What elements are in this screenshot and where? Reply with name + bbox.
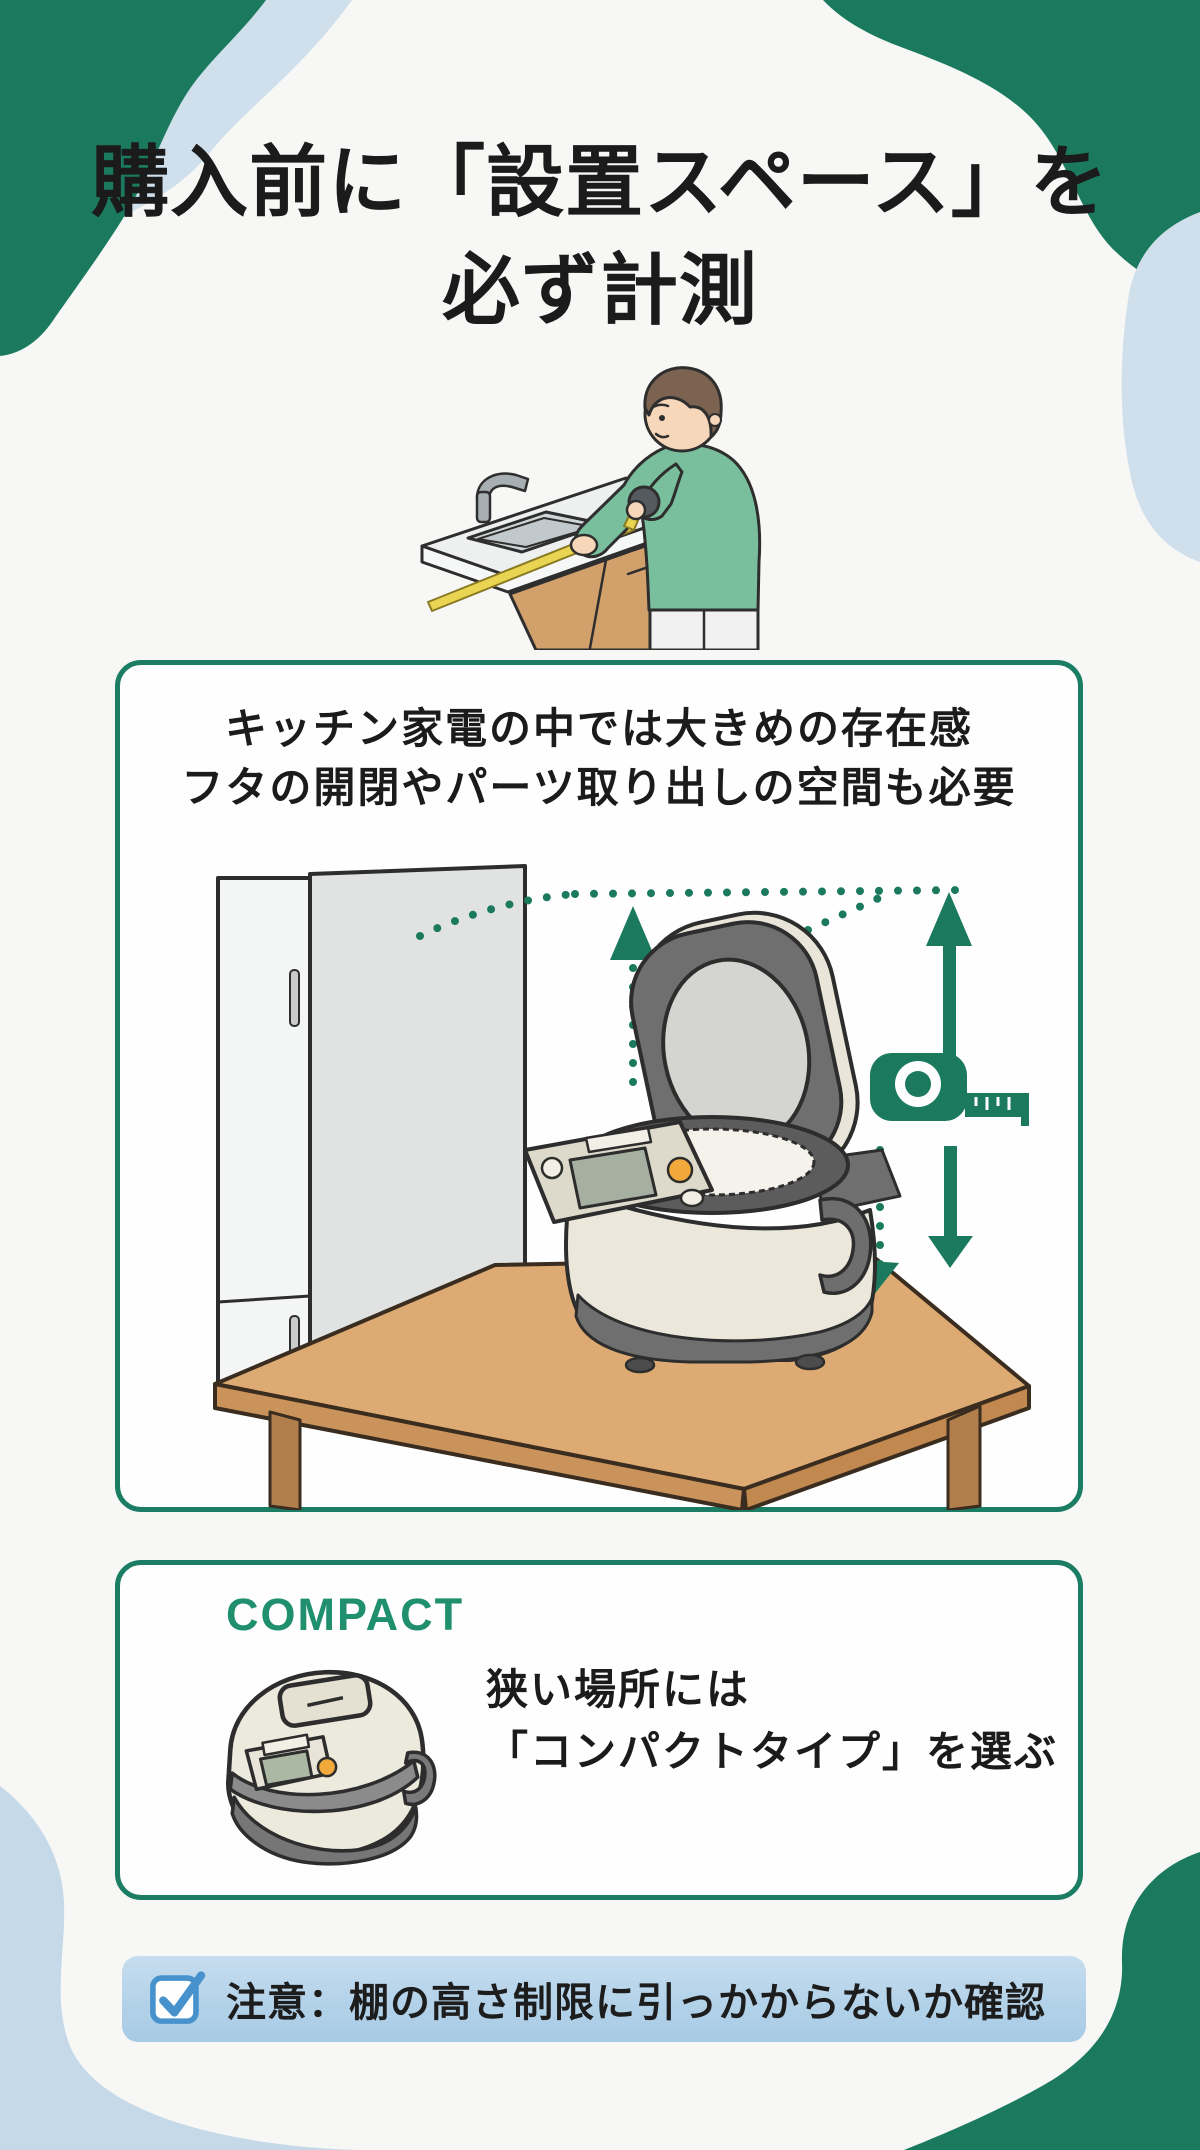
cooker-handle	[818, 1196, 873, 1295]
compact-text: 狭い場所には 「コンパクトタイプ」を選ぶ	[486, 1659, 1058, 1783]
notice-text: 注意：棚の高さ制限に引っかからないか確認	[226, 1981, 1046, 2025]
rice-cooker-illustration	[523, 910, 902, 1374]
page-title-line1: 購入前に「設置スペース」を	[91, 138, 1109, 226]
person-sweater	[574, 442, 762, 612]
orange-button	[666, 1156, 694, 1184]
refrigerator-illustration	[216, 864, 527, 1390]
blob-right-blue-accent	[1121, 212, 1200, 562]
panel-screen	[568, 1146, 658, 1210]
compact-handle	[401, 1750, 437, 1807]
measuring-tape-icon	[870, 1044, 1029, 1126]
compact-label: COMPACT	[226, 1589, 465, 1640]
blob-top-right-green	[823, 0, 1200, 302]
person-hand-right	[625, 499, 647, 521]
height-arrow-up-left	[610, 906, 656, 960]
kitchen-measurement-illustration	[120, 850, 1078, 1510]
page-title-line2: 必ず計測	[441, 246, 758, 334]
blob-bottom-right-green	[904, 1852, 1200, 2150]
height-arrow-up-right	[926, 892, 972, 946]
measurement-text-line1: キッチン家電の中では大きめの存在感	[224, 705, 973, 752]
compact-card: COMPACT 狭い場	[115, 1560, 1083, 1900]
checkbox-icon	[146, 1966, 208, 2028]
compact-text-line2: 「コンパクトタイプ」を選ぶ	[486, 1728, 1059, 1775]
measurement-card: キッチン家電の中では大きめの存在感 フタの開閉やパーツ取り出しの空間も必要	[115, 660, 1083, 1512]
blob-top-left-green	[0, 0, 266, 356]
compact-screen	[258, 1749, 314, 1787]
compact-base	[230, 1795, 419, 1866]
person-eye	[659, 415, 665, 421]
compact-rice-cooker-illustration	[202, 1653, 444, 1867]
compact-orange-button	[316, 1756, 338, 1778]
compact-text-line1: 狭い場所には	[486, 1666, 751, 1713]
compact-lid-seam	[228, 1759, 420, 1814]
person-measuring-illustration	[376, 358, 834, 650]
blob-bottom-left-blue	[0, 1786, 372, 2150]
cooker-base	[574, 1293, 874, 1364]
person-hand-left	[569, 533, 599, 557]
clearance-arrow-down	[928, 1236, 973, 1268]
notice-banner: 注意：棚の高さ制限に引っかからないか確認	[122, 1956, 1086, 2042]
page-title: 購入前に「設置スペース」を 必ず計測	[0, 128, 1200, 344]
measurement-text-line2: フタの開閉やパーツ取り出しの空間も必要	[181, 764, 1017, 811]
measurement-card-text: キッチン家電の中では大きめの存在感 フタの開閉やパーツ取り出しの空間も必要	[130, 699, 1068, 817]
